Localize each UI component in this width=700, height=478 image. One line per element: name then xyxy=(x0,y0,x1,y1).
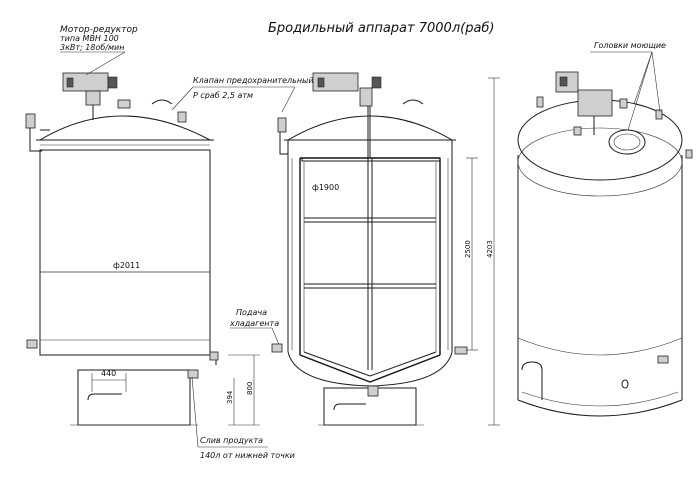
leg-height-b-label: 800 xyxy=(246,382,254,395)
valve-label: Клапан предохранительный Р сраб 2,5 атм xyxy=(171,76,314,113)
left-diameter-label: ф2011 xyxy=(113,261,140,270)
coolant-label-line-1: Подача xyxy=(236,308,267,317)
motor-label-line-3: 3кВт; 18об/мин xyxy=(60,43,124,52)
drain-label-line-2: 140л от нижней точки xyxy=(200,451,295,460)
motor-label: Мотор-редуктор типа МВН 100 3кВт; 18об/м… xyxy=(60,25,138,76)
drain-label: Слив продукта 140л от нижней точки xyxy=(191,376,295,460)
total-height-label: 4203 xyxy=(486,240,494,258)
motor-label-line-2: типа МВН 100 xyxy=(60,34,119,43)
valve-label-line-1: Клапан предохранительный xyxy=(193,76,314,85)
middle-section-view: ф1900 2500 4203 xyxy=(271,72,500,426)
valve-label-line-2: Р сраб 2,5 атм xyxy=(193,91,253,100)
washing-heads-label: Головки моющие xyxy=(594,41,666,50)
coolant-label-line-2: хладагента xyxy=(229,319,279,328)
right-isometric-view: Головки моющие xyxy=(517,41,693,417)
drawing-title: Бродильный аппарат 7000л(раб) xyxy=(268,21,495,36)
shell-height-label: 2500 xyxy=(464,240,472,258)
drain-label-line-1: Слив продукта xyxy=(200,436,263,445)
left-side-view: ф2011 440 394 800 xyxy=(25,72,260,426)
motor-label-line-1: Мотор-редуктор xyxy=(60,25,138,35)
coolant-label: Подача хладагента xyxy=(229,308,281,348)
leg-height-a-label: 394 xyxy=(226,390,234,404)
inner-diameter-label: ф1900 xyxy=(312,183,339,192)
leg-width-label: 440 xyxy=(101,369,116,378)
